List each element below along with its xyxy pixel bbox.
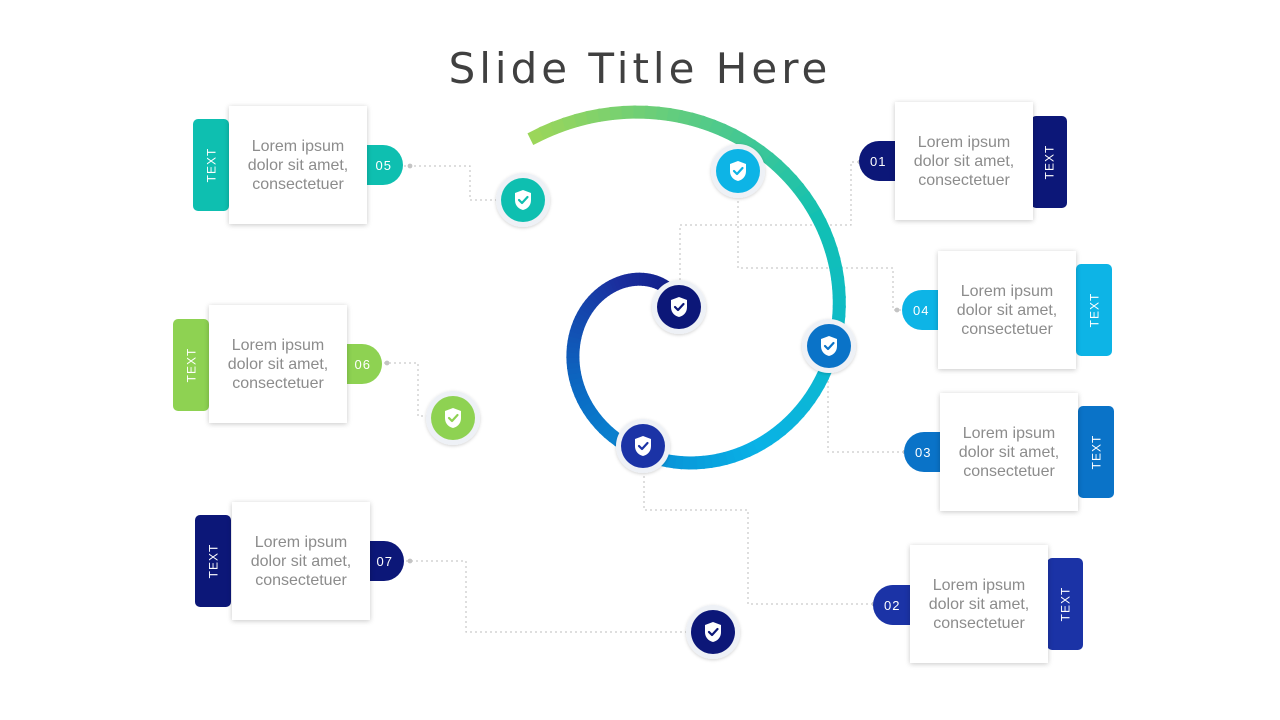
step-05-card: Lorem ipsum dolor sit amet, consectetuer xyxy=(229,106,367,224)
step-03-tab-label: TEXT xyxy=(1088,434,1103,470)
step-05-tab-label: TEXT xyxy=(203,147,218,183)
step-marker-07 xyxy=(686,605,740,659)
connector-line-1 xyxy=(679,161,860,285)
step-04-text: Lorem ipsum dolor sit amet, consectetuer xyxy=(956,282,1058,338)
spiral-path xyxy=(527,105,846,470)
connector-dot-4 xyxy=(894,307,900,313)
connector-dot-5 xyxy=(407,163,413,169)
step-marker-05 xyxy=(496,173,550,227)
step-02-tab: TEXT xyxy=(1047,558,1083,650)
step-06-card: Lorem ipsum dolor sit amet, consectetuer xyxy=(209,305,347,423)
step-07-tab-label: TEXT xyxy=(205,543,220,579)
check-shield-icon xyxy=(445,408,461,428)
connector-line-6 xyxy=(382,362,453,417)
step-marker-02 xyxy=(616,419,670,473)
step-06-tab-label: TEXT xyxy=(183,347,198,383)
step-marker-03 xyxy=(802,319,856,373)
step-01-tab: TEXT xyxy=(1031,116,1067,208)
step-02-card: Lorem ipsum dolor sit amet, consectetuer xyxy=(910,545,1048,663)
step-03-text: Lorem ipsum dolor sit amet, consectetuer xyxy=(958,424,1060,480)
connector-line-2 xyxy=(643,446,874,605)
check-shield-icon xyxy=(705,622,721,642)
step-03-tab: TEXT xyxy=(1078,406,1114,498)
connector-dot-6 xyxy=(384,360,390,366)
step-07-number: 07 xyxy=(376,553,393,569)
connector-line-4 xyxy=(737,171,903,311)
step-03-number: 03 xyxy=(915,444,932,460)
step-06-number: 06 xyxy=(354,356,371,372)
step-05-text: Lorem ipsum dolor sit amet, consectetuer xyxy=(247,137,349,193)
check-shield-icon xyxy=(821,336,837,356)
connector-line-3 xyxy=(827,346,905,453)
step-06-tab: TEXT xyxy=(173,319,209,411)
check-shield-icon xyxy=(671,297,687,317)
step-04-tab: TEXT xyxy=(1076,264,1112,356)
step-07-tab: TEXT xyxy=(195,515,231,607)
step-07-card: Lorem ipsum dolor sit amet, consectetuer xyxy=(232,502,370,620)
check-shield-icon xyxy=(515,190,531,210)
step-05-number: 05 xyxy=(375,157,392,173)
check-shield-icon xyxy=(730,161,746,181)
connector-dot-7 xyxy=(407,558,413,564)
step-marker-06 xyxy=(426,391,480,445)
step-04-number: 04 xyxy=(913,302,930,318)
check-shield-icon xyxy=(635,436,651,456)
step-01-card: Lorem ipsum dolor sit amet, consectetuer xyxy=(895,102,1033,220)
step-marker-01 xyxy=(652,280,706,334)
step-marker-04 xyxy=(711,144,765,198)
step-05-tab: TEXT xyxy=(193,119,229,211)
step-02-number: 02 xyxy=(884,597,901,613)
step-03-card: Lorem ipsum dolor sit amet, consectetuer xyxy=(940,393,1078,511)
connector-line-7 xyxy=(404,560,712,633)
step-02-tab-label: TEXT xyxy=(1057,586,1072,622)
step-markers xyxy=(426,144,856,659)
slide-title: Slide Title Here xyxy=(448,44,832,93)
step-02-text: Lorem ipsum dolor sit amet, consectetuer xyxy=(928,576,1030,632)
step-06-text: Lorem ipsum dolor sit amet, consectetuer xyxy=(227,336,329,392)
step-04-card: Lorem ipsum dolor sit amet, consectetuer xyxy=(938,251,1076,369)
step-01-number: 01 xyxy=(870,153,887,169)
step-01-text: Lorem ipsum dolor sit amet, consectetuer xyxy=(913,133,1015,189)
step-01-tab-label: TEXT xyxy=(1041,144,1056,180)
step-07-text: Lorem ipsum dolor sit amet, consectetuer xyxy=(250,533,352,589)
step-04-tab-label: TEXT xyxy=(1086,292,1101,328)
